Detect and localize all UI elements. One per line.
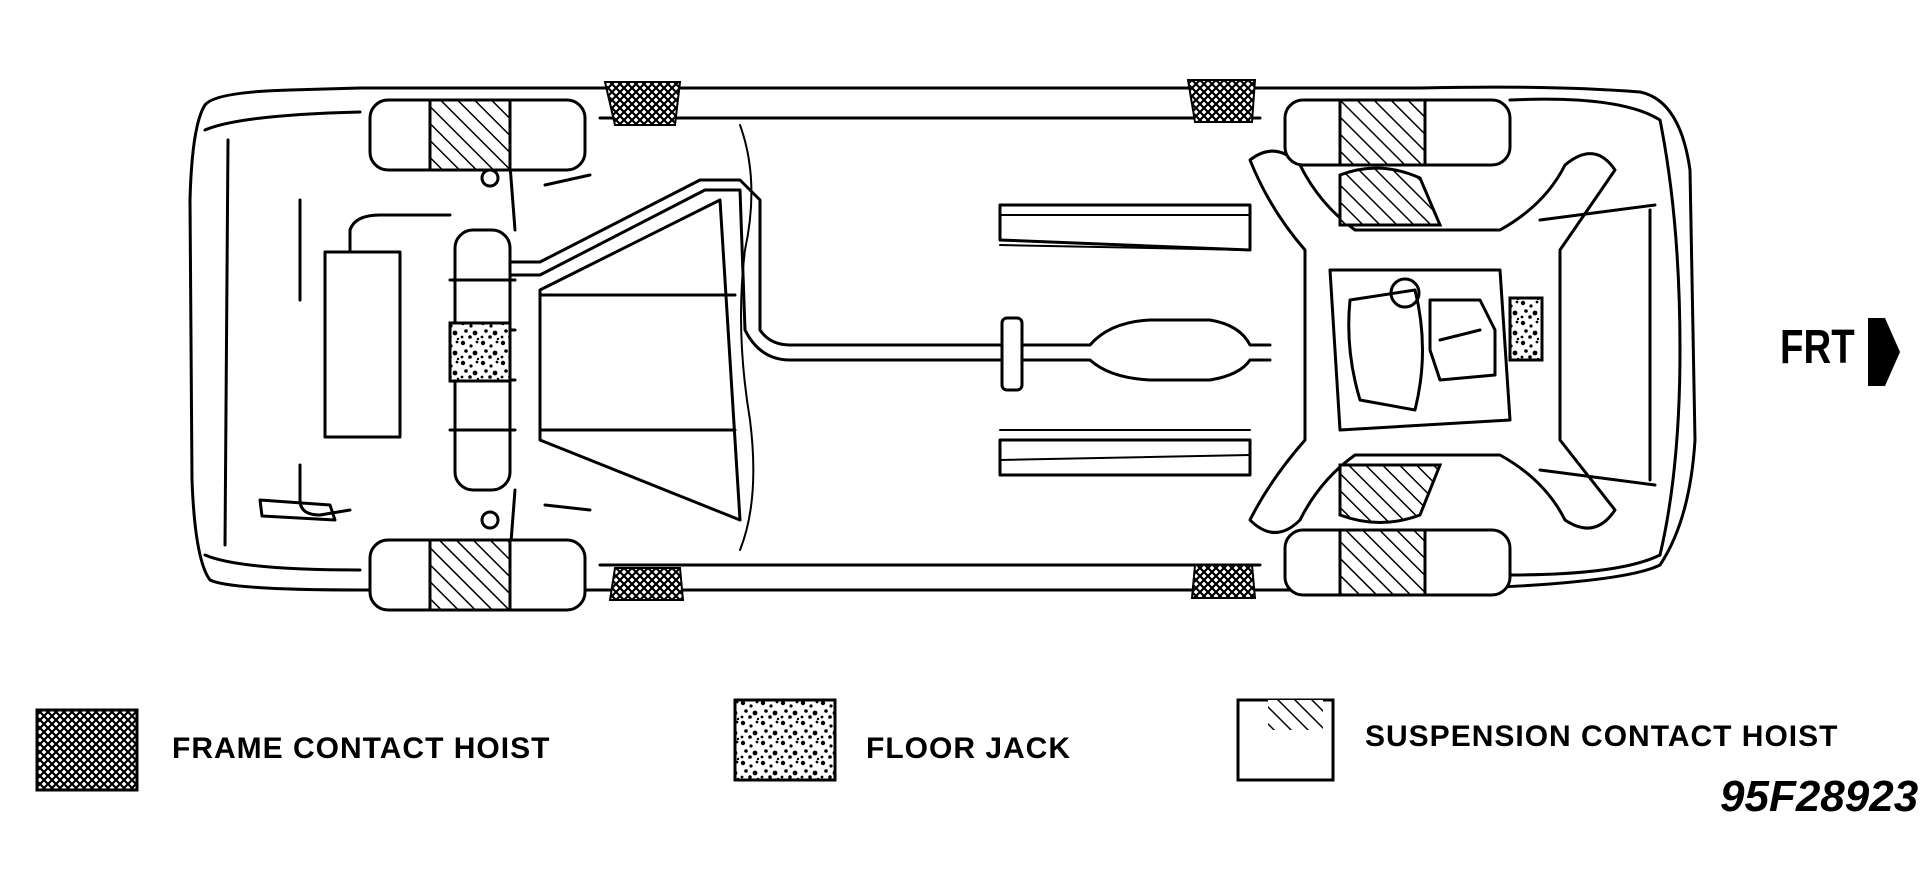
front-direction-label: FRT bbox=[1780, 321, 1855, 374]
floor-jack-point-rear bbox=[448, 321, 512, 383]
rear-bumper bbox=[203, 110, 362, 572]
legend-label-frame: FRAME CONTACT HOIST bbox=[172, 732, 551, 765]
front-control-arm-upper bbox=[1338, 166, 1443, 227]
frame-contact-point-rear-left bbox=[603, 81, 682, 126]
floor-jack-point-front bbox=[1508, 296, 1544, 362]
legend-label-jack: FLOOR JACK bbox=[866, 732, 1071, 765]
frame-contact-point-front-left bbox=[1186, 79, 1257, 123]
fuel-tank bbox=[538, 198, 742, 522]
legend-swatch-jack bbox=[733, 698, 837, 782]
muffler bbox=[1020, 318, 1272, 382]
front-direction-arrow bbox=[1868, 318, 1900, 386]
legend-label-suspension: SUSPENSION CONTACT HOIST bbox=[1365, 720, 1839, 753]
engine-block bbox=[1328, 268, 1512, 432]
rear-rail-right bbox=[998, 438, 1252, 477]
front-control-arm-lower bbox=[1338, 463, 1443, 524]
frame-contact-point-front-right bbox=[1190, 564, 1257, 599]
rear-rail-left bbox=[998, 203, 1252, 252]
frame-contact-point-rear-right bbox=[608, 567, 685, 601]
figure-id: 95F28923 bbox=[1720, 772, 1919, 821]
exhaust-pipe bbox=[508, 178, 1002, 347]
body-outline bbox=[188, 85, 1697, 592]
spare-tire-well bbox=[323, 250, 402, 439]
front-bumper bbox=[1508, 97, 1682, 577]
underbody-seam bbox=[598, 116, 1262, 567]
exhaust-hanger bbox=[1000, 316, 1024, 392]
legend-swatch-frame bbox=[35, 708, 139, 792]
